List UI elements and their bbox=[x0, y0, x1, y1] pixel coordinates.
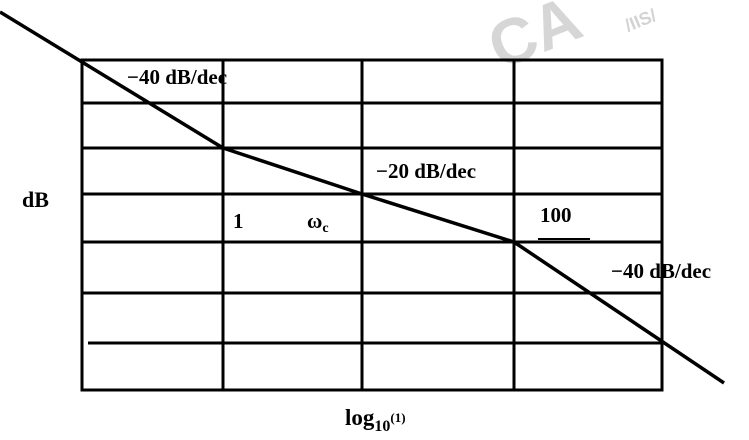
slope-label-middle: −20 dB/dec bbox=[376, 159, 476, 183]
grid bbox=[80, 58, 664, 392]
watermark-subtext: /IIS/ bbox=[622, 5, 659, 36]
watermark: CA /IIS/ bbox=[478, 0, 659, 83]
tick-label-one: 1 bbox=[233, 209, 244, 233]
asymptote-line bbox=[0, 10, 725, 385]
slope-label-first: −40 dB/dec bbox=[127, 65, 227, 89]
x-axis-label-sub: 10 bbox=[374, 418, 390, 435]
tick-label-hundred: 100 bbox=[540, 203, 572, 227]
watermark-text: CA bbox=[478, 0, 591, 83]
grid-frame bbox=[80, 58, 664, 392]
slope-label-last: −40 dB/dec bbox=[611, 259, 711, 283]
tick-label-omega-c: ωc bbox=[307, 209, 329, 236]
x-axis-label-base: log bbox=[345, 405, 375, 430]
omega-subscript: c bbox=[322, 221, 328, 236]
x-axis-label-arg: (1) bbox=[390, 410, 405, 425]
x-axis-label: log10(1) bbox=[345, 405, 406, 435]
omega-symbol: ω bbox=[307, 209, 322, 233]
y-axis-label: dB bbox=[22, 187, 49, 212]
